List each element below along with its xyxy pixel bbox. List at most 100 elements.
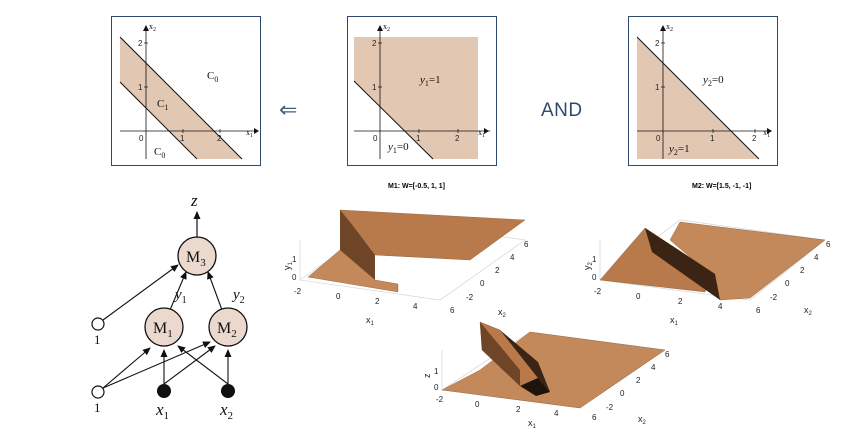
tick-label-origin: 0 [656,134,661,143]
boundary-lower [119,81,198,160]
y-axis-arrow [377,25,383,31]
surface-m1-ylabel: x2 [498,307,507,319]
surface-m1-xlabel: x1 [366,315,375,327]
node-m3 [177,236,217,276]
y-axis-arrow [143,25,149,31]
bias-node-bottom [91,385,105,399]
tick-label-y2: 2 [372,39,377,48]
surface-m1-ztick-0: 0 [292,273,297,282]
surface-m1-wall [340,210,375,280]
node-m3-label: M3 [186,249,206,269]
region-plot-y1-svg: 1 2 0 1 2 x1 x2 y1=1 y1=0 [353,22,490,160]
implies-arrow-icon: ⇐ [279,98,298,123]
surface-m2-xtick-2: 2 [678,297,683,306]
bias-label-top: 1 [94,332,101,347]
surface-m1-ytick-3: 4 [510,253,515,262]
surface-m1-xtick-4: 6 [450,306,455,315]
tick-label-x1: 1 [710,134,715,143]
surface-m1-xtick-3: 4 [413,302,418,311]
node-m1-label: M1 [153,320,173,340]
region-label-c1: C1 [157,98,168,112]
region-plot-y2: 1 2 0 1 2 x1 x2 y2=0 y2=1 [628,16,778,166]
surface-m3-xtick-1: 0 [475,400,480,409]
boundary-y1 [353,80,434,160]
bias-node-top [91,317,105,331]
axis-label-x2: x2 [666,22,673,33]
edge-label-y1: y1 [173,287,187,306]
surface-m2-ylabel: x2 [804,305,813,317]
surface-m3-ridge-end [520,378,550,396]
surface-m2-xtick-3: 4 [718,302,723,311]
tick-label-x2: 2 [455,134,460,143]
boundary-y2 [636,36,760,160]
surface-m1-ytick-2: 2 [495,266,500,275]
surface-m2-ytick-2: 2 [800,266,805,275]
surface-m3-ytick-1: 0 [620,389,625,398]
surface-m3-ytick-2: 2 [636,376,641,385]
edge-bias-m3 [102,264,179,321]
surface-m1-xtick-0: -2 [294,287,302,296]
surface-m1-xtick-2: 2 [375,297,380,306]
edge-x2-m1 [177,345,229,385]
region-plot-c: 1 2 0 1 2 x1 x2 C0 C1 C0 [111,16,261,166]
label-y1-equals-1: y1=1 [419,74,441,88]
surface-m2-xlabel: x1 [670,315,679,327]
surface-m1-zlabel: y1 [282,262,294,271]
surface-m1-ytick-0: -2 [466,293,474,302]
y-axis-arrow [660,25,666,31]
surface-plot-m2: M2: W=[1.5, -1, -1] -2 0 2 4 6 -2 0 2 4 … [570,180,840,330]
tick-label-x1: 1 [416,134,421,143]
edge-x1-m2 [163,345,216,385]
axis-label-x2: x2 [149,22,156,33]
input-label-x2: x2 [219,400,233,420]
node-m2-label: M2 [217,320,237,340]
node-m1 [144,307,184,347]
surface-m3-xtick-2: 2 [516,405,521,414]
input-node-x1 [157,384,171,398]
surface-m2-xtick-0: -2 [594,287,602,296]
surface-m2-ytick-1: 0 [785,279,790,288]
tick-label-x2: 2 [752,134,757,143]
edge-label-y2: y2 [231,287,245,306]
surface-m3-zlabel: z [422,373,432,378]
tick-label-y1: 1 [372,83,377,92]
surface-plot-m1: M1: W=[-0.5, 1, 1] -2 0 2 4 6 -2 0 2 4 6… [280,180,540,330]
network-diagram: z M3 M1 M2 y1 y2 1 1 x1 x2 [91,191,248,420]
region-plot-c-svg: 1 2 0 1 2 x1 x2 C0 C1 C0 [119,22,259,160]
surface-m3-ytick-3: 4 [651,363,656,372]
surface-m2-xtick-1: 0 [636,292,641,301]
edge-bias-m1 [102,347,151,389]
label-y2-equals-1: y2=1 [668,143,690,157]
surface-m3-svg: -2 0 2 4 6 -2 0 2 4 6 0 1 x1 x2 z [422,321,670,430]
surface-m1-ytick-4: 6 [524,240,529,249]
surface-m3-floor-fill [441,331,666,409]
boundary-upper [119,36,243,160]
surface-m2-xtick-4: 6 [756,306,761,315]
surface-m3-ylabel: x2 [638,414,647,426]
surface-m1-ytick-1: 0 [480,279,485,288]
region-label-c0-top: C0 [207,70,218,84]
surface-m3-ridge-shadow [500,330,550,392]
surface-m1-plateau [339,209,526,261]
axis-label-x1: x1 [478,128,485,139]
surface-m1-title: M1: W=[-0.5, 1, 1] [388,183,445,190]
node-m2 [208,307,248,347]
tick-label-origin: 0 [373,134,378,143]
surface-m3-xtick-3: 4 [554,409,559,418]
surface-m2-zlabel: y2 [582,262,594,271]
surface-m3-ytick-0: -2 [606,403,614,412]
bias-label-bottom: 1 [94,400,101,415]
x-axis-arrow [767,128,772,134]
label-y1-equals-0: y1=0 [387,141,409,155]
tick-label-x2: 2 [217,134,222,143]
tick-label-y2: 2 [138,39,143,48]
surface-m3-xtick-0: -2 [436,395,444,404]
surface-m2-title: M2: W=[1.5, -1, -1] [692,183,752,190]
edge-m2-m3 [207,271,223,311]
surface-m3-xlabel: x1 [528,418,537,428]
surface-m1-low [307,249,399,293]
region-plot-y1: 1 2 0 1 2 x1 x2 y1=1 y1=0 [347,16,497,166]
surface-m3-ytick-4: 6 [665,350,670,359]
edge-m1-m3 [169,271,187,311]
axis-label-x1: x1 [763,128,770,139]
